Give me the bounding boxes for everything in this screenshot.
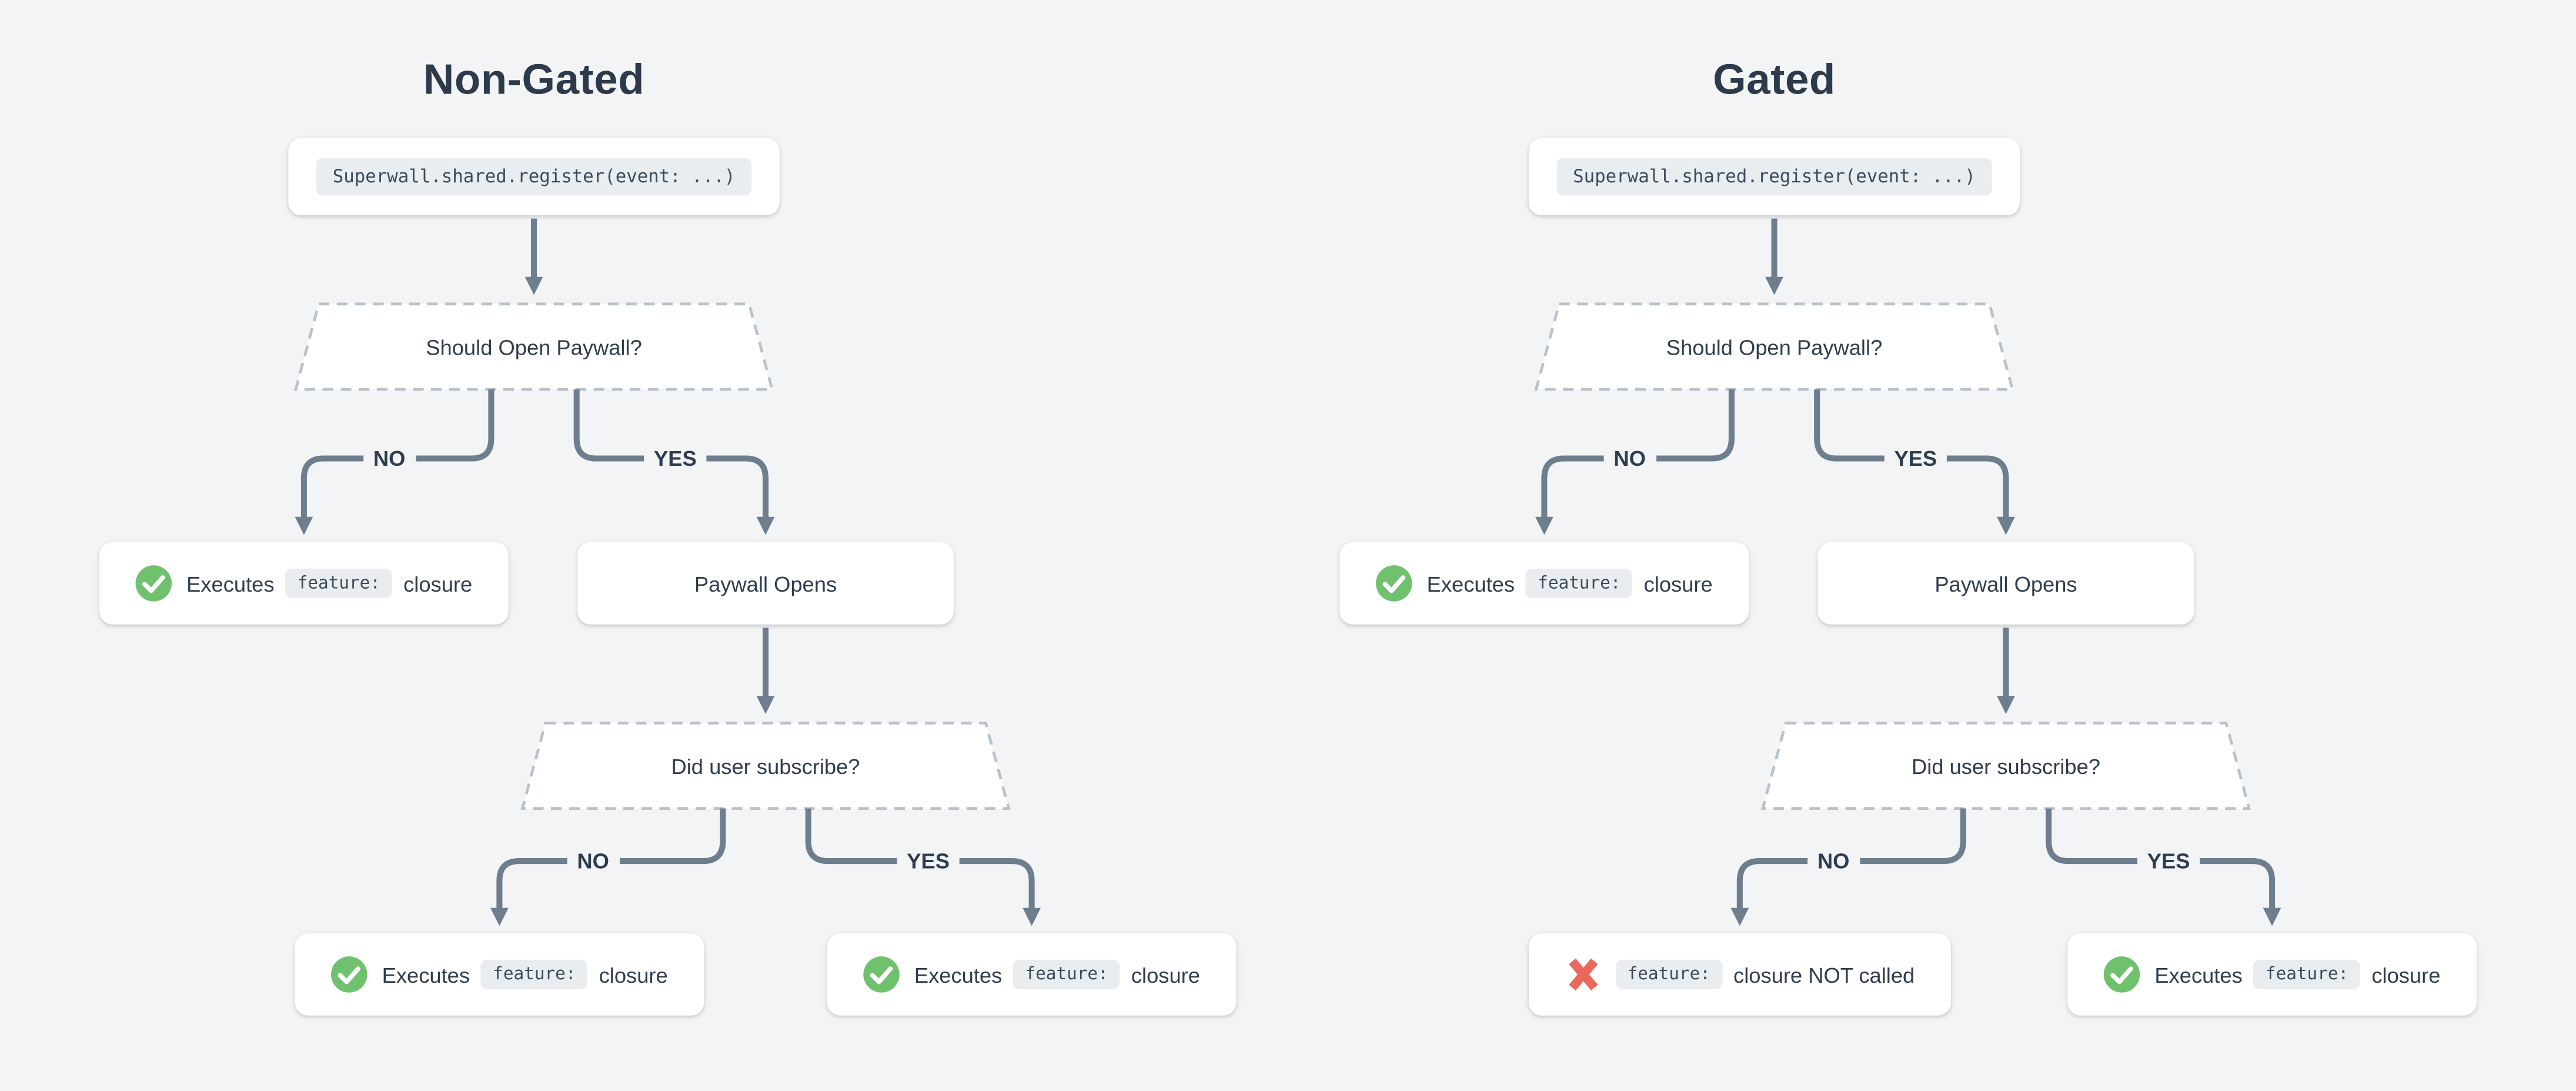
check-icon bbox=[1375, 565, 1412, 602]
result-text: Paywall Opens bbox=[694, 570, 837, 596]
feature-chip: feature: bbox=[2254, 959, 2360, 989]
result-text: Executes bbox=[1426, 570, 1515, 596]
feature-chip: feature: bbox=[286, 568, 392, 599]
result-text: closure bbox=[599, 962, 668, 987]
result-executes-feature-closure: Executes feature: closure bbox=[99, 542, 509, 625]
decision-should-open-paywall: Should Open Paywall? bbox=[1666, 334, 1883, 359]
result-text: closure NOT called bbox=[1733, 962, 1915, 987]
branch-label-no: NO bbox=[1603, 444, 1656, 473]
result-executes-feature-closure: Executes feature: closure bbox=[827, 933, 1237, 1016]
flow-gated: Gated Superwall.shared.register(event: .… bbox=[1240, 0, 2488, 1091]
check-icon bbox=[331, 956, 367, 993]
cross-icon bbox=[1565, 956, 1601, 992]
branch-label-yes: YES bbox=[1884, 444, 1947, 473]
feature-chip: feature: bbox=[1013, 959, 1120, 989]
register-code-snippet: Superwall.shared.register(event: ...) bbox=[1556, 158, 1992, 196]
result-text: closure bbox=[1643, 570, 1713, 596]
result-text: closure bbox=[2371, 962, 2441, 987]
decision-did-user-subscribe: Did user subscribe? bbox=[1911, 753, 2100, 778]
branch-label-yes: YES bbox=[897, 847, 960, 875]
result-text: Paywall Opens bbox=[1934, 570, 2077, 596]
branch-label-yes: YES bbox=[2137, 847, 2200, 875]
branch-label-no: NO bbox=[363, 444, 416, 473]
result-executes-feature-closure: Executes feature: closure bbox=[295, 933, 704, 1016]
feature-chip: feature: bbox=[481, 959, 588, 989]
check-icon bbox=[863, 956, 900, 993]
result-text: Executes bbox=[2154, 962, 2243, 987]
result-executes-feature-closure: Executes feature: closure bbox=[2067, 933, 2477, 1016]
result-text: Executes bbox=[186, 570, 275, 596]
paywall-opens-node: Paywall Opens bbox=[577, 542, 954, 625]
feature-chip: feature: bbox=[1616, 959, 1722, 989]
check-icon bbox=[135, 565, 172, 602]
flow-non-gated: Non-Gated Superwall.shared.register(even… bbox=[0, 0, 1248, 1091]
check-icon bbox=[2103, 956, 2140, 993]
branch-label-yes: YES bbox=[644, 444, 707, 473]
flow-title: Gated bbox=[1713, 54, 1836, 104]
result-text: Executes bbox=[914, 962, 1003, 987]
result-executes-feature-closure: Executes feature: closure bbox=[1339, 542, 1749, 625]
result-text: closure bbox=[403, 570, 473, 596]
decision-should-open-paywall: Should Open Paywall? bbox=[426, 334, 642, 359]
paywall-opens-node: Paywall Opens bbox=[1817, 542, 2194, 625]
feature-chip: feature: bbox=[1526, 568, 1633, 599]
register-event-node: Superwall.shared.register(event: ...) bbox=[1528, 138, 2020, 216]
result-text: closure bbox=[1131, 962, 1200, 987]
register-code-snippet: Superwall.shared.register(event: ...) bbox=[316, 158, 752, 196]
result-text: Executes bbox=[382, 962, 470, 987]
result-feature-closure-not-called: feature: closure NOT called bbox=[1528, 933, 1951, 1016]
branch-label-no: NO bbox=[567, 847, 619, 875]
register-event-node: Superwall.shared.register(event: ...) bbox=[288, 138, 780, 216]
branch-label-no: NO bbox=[1807, 847, 1860, 875]
decision-did-user-subscribe: Did user subscribe? bbox=[671, 753, 860, 778]
flow-title: Non-Gated bbox=[423, 54, 645, 104]
